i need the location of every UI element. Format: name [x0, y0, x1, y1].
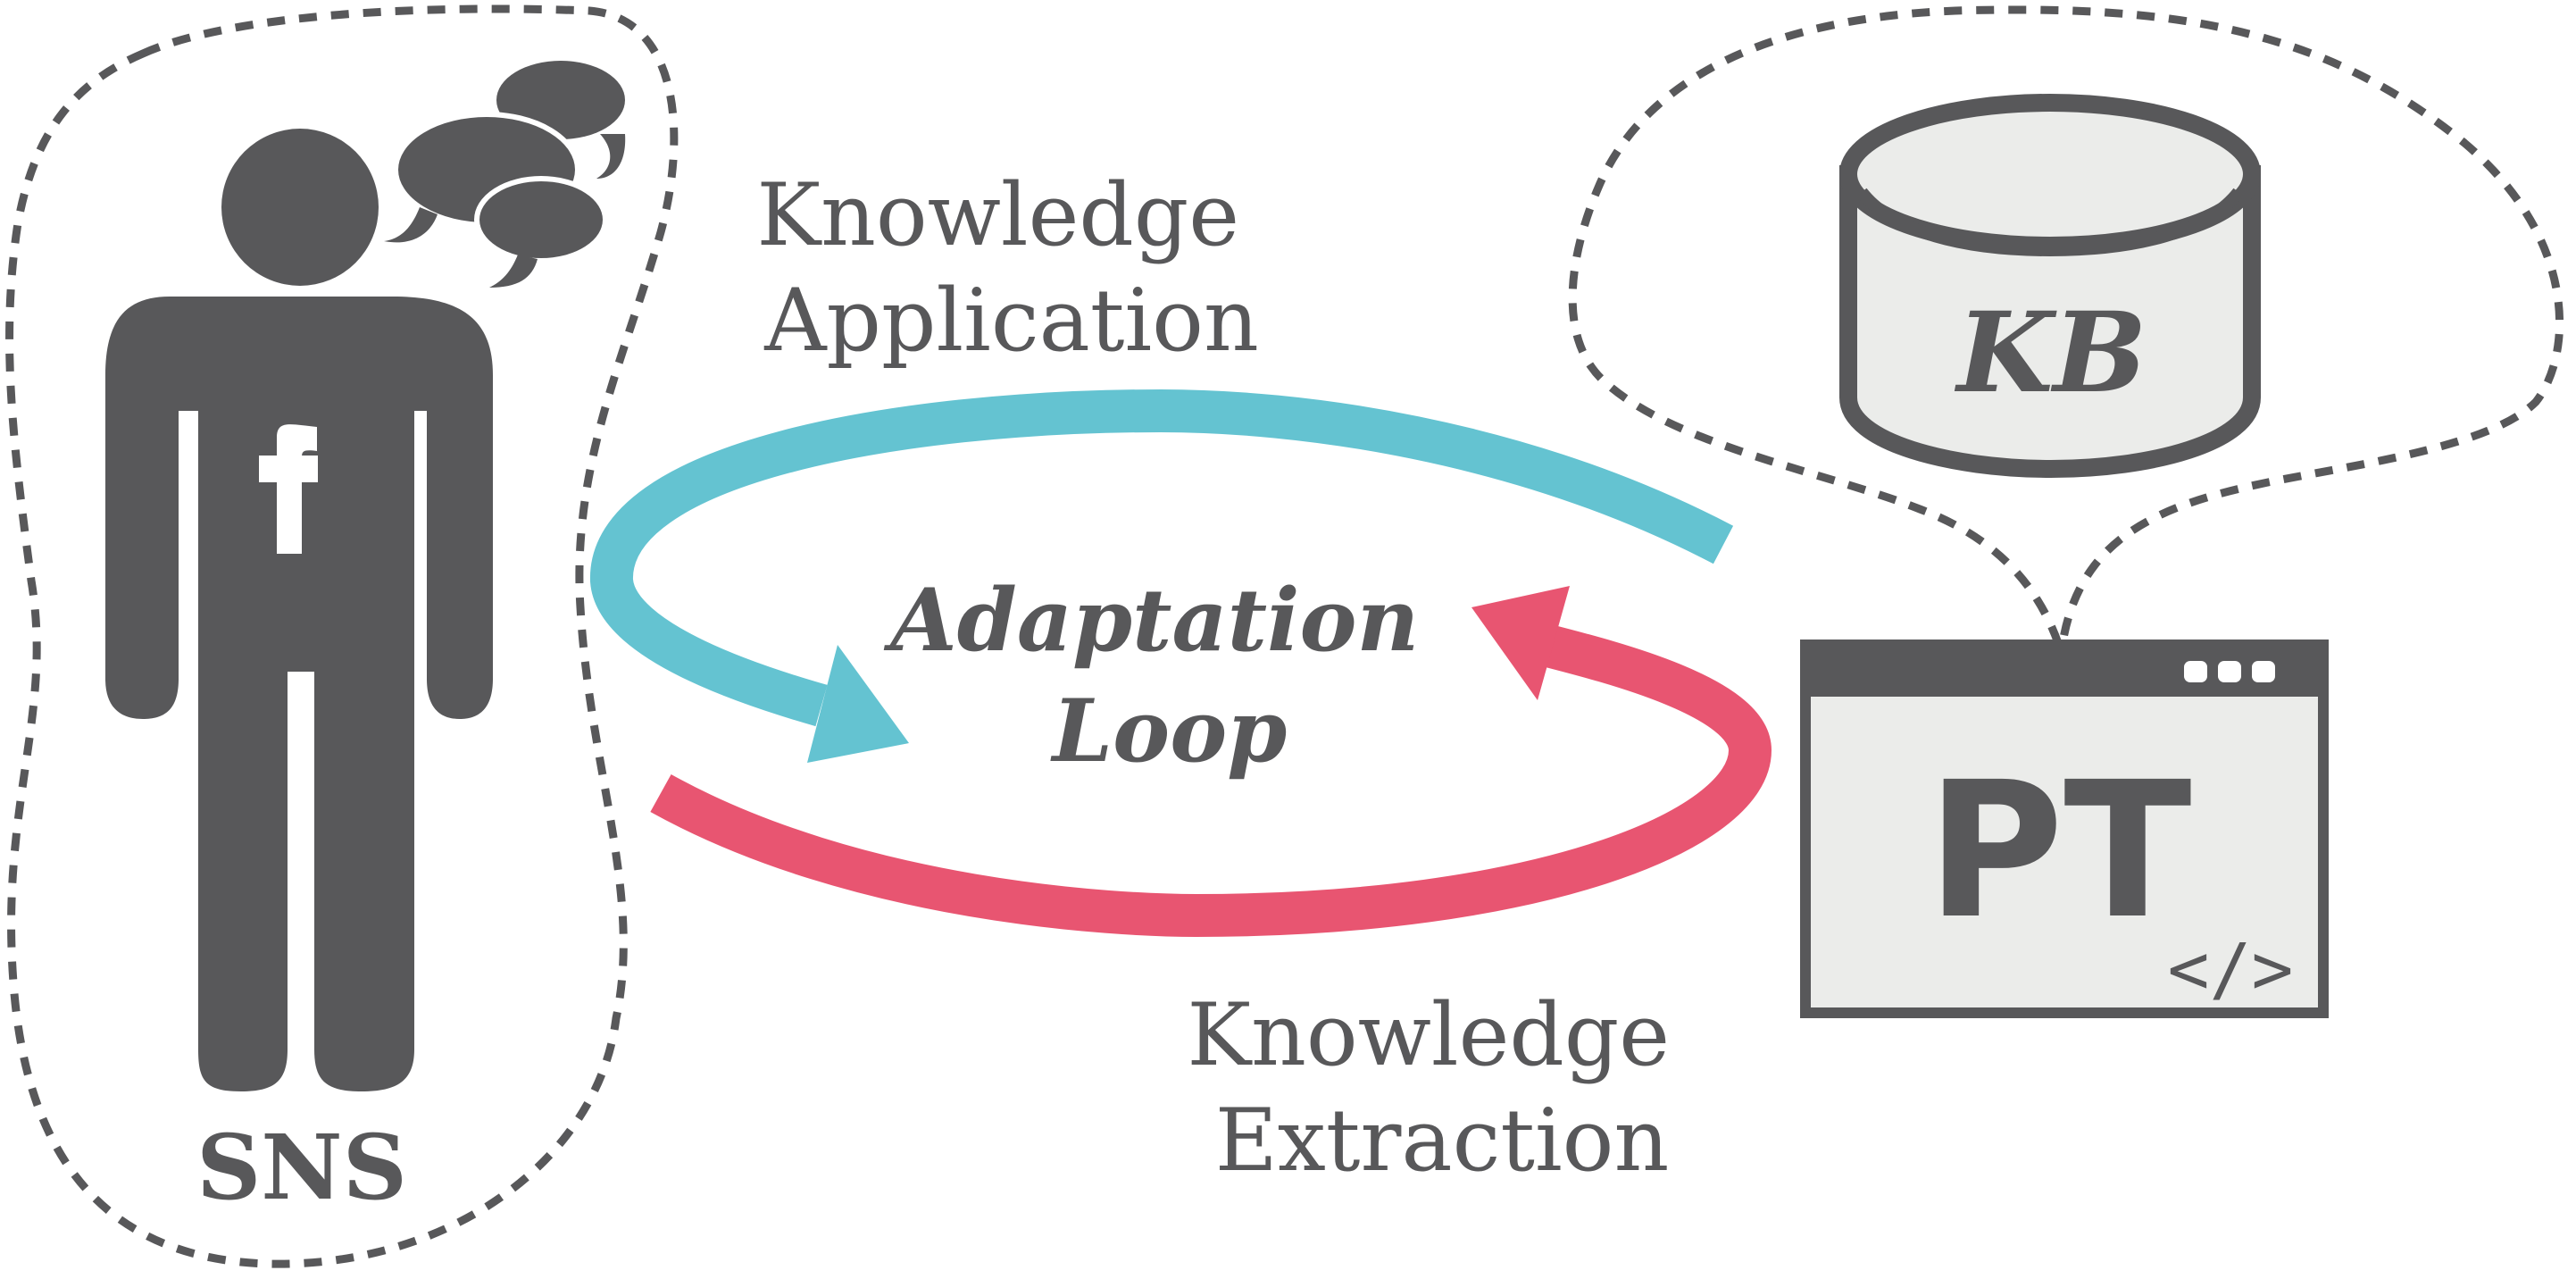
sns-label: SNS	[196, 1115, 407, 1220]
knowledge-application-label: Knowledge Application	[756, 165, 1266, 371]
sns-dashed-boundary	[5, 4, 679, 1268]
knowledge-extraction-arrow	[650, 586, 1772, 938]
adaptation-loop-label: Adaptation Loop	[883, 570, 1449, 782]
browser-window-icon	[1800, 640, 2329, 1018]
window-dot	[2184, 661, 2207, 682]
knowledge-extraction-label: Knowledge Extraction	[1187, 985, 1696, 1191]
adaptation-loop-line-1: Adaptation	[883, 570, 1419, 671]
window-dot	[2252, 661, 2275, 682]
kb-dashed-boundary	[1568, 5, 2564, 645]
kb-label: KB	[1955, 288, 2147, 418]
knowledge-extraction-line-2: Extraction	[1215, 1091, 1670, 1191]
knowledge-application-line-2: Application	[763, 271, 1259, 371]
adaptation-loop-line-2: Loop	[1050, 681, 1288, 782]
knowledge-extraction-line-1: Knowledge	[1187, 985, 1670, 1085]
knowledge-application-line-1: Knowledge	[756, 165, 1239, 265]
speech-bubbles-icon	[384, 61, 626, 288]
pt-label: PT	[1926, 741, 2191, 960]
window-dot	[2218, 661, 2241, 682]
person-icon	[105, 129, 493, 1091]
code-icon: </>	[2168, 930, 2294, 1010]
facebook-icon	[259, 424, 318, 554]
knowledge-application-arrow	[590, 389, 1734, 763]
database-icon	[1839, 94, 2261, 479]
